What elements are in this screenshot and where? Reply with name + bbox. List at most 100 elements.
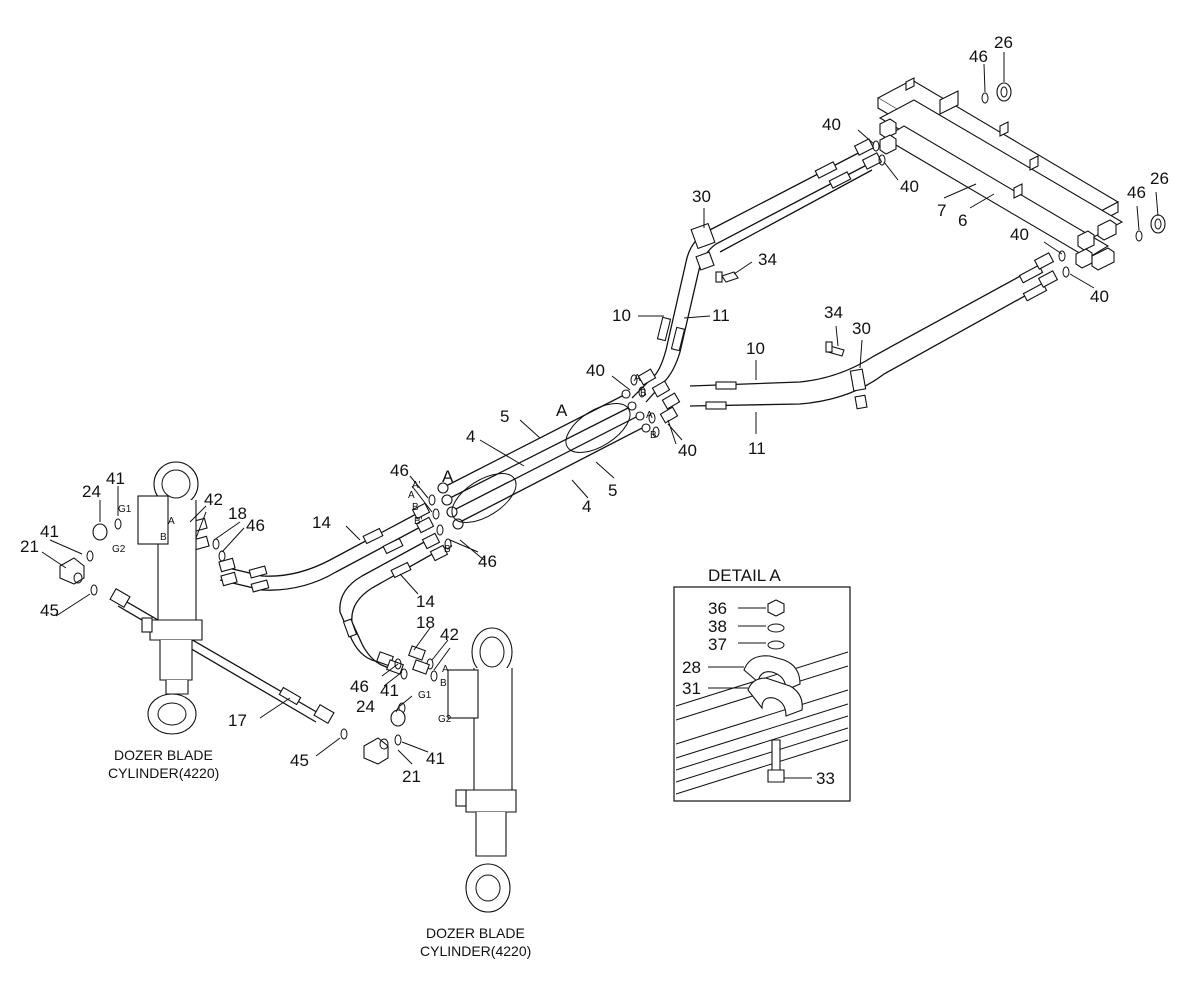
label-45-left: 45	[40, 601, 59, 620]
letter-a-lower: A	[442, 467, 454, 486]
label-46-lower: 46	[350, 677, 369, 696]
label-40-f: 40	[678, 441, 697, 460]
label-46-center: 46	[390, 461, 409, 480]
detail-a-title: DETAIL A	[708, 566, 781, 585]
port-letters: A A A B A B B A A' B' B' G1 G2 A B G1 G2…	[112, 373, 657, 725]
port-b-prime-1: B'	[414, 516, 423, 527]
detail-a-panel: DETAIL A	[673, 566, 851, 802]
label-28: 28	[682, 658, 701, 677]
port-a-2: A	[646, 410, 653, 421]
label-26-top: 26	[994, 33, 1013, 52]
label-21-left: 21	[20, 537, 39, 556]
dozer-blade-cylinder-right	[447, 627, 517, 913]
port-b-right: B	[440, 678, 447, 689]
label-10-upper: 10	[612, 306, 631, 325]
label-30-upper: 30	[692, 187, 711, 206]
label-45-lower: 45	[290, 751, 309, 770]
nut-36	[767, 599, 785, 617]
port-b-2: B	[650, 430, 657, 441]
port-a-left: A	[168, 516, 175, 527]
label-24-lower: 24	[356, 697, 375, 716]
label-7: 7	[937, 201, 946, 220]
caption-right-line2: CYLINDER(4220)	[420, 943, 531, 959]
label-40-e: 40	[586, 361, 605, 380]
label-40-d: 40	[1090, 287, 1109, 306]
port-b-prime-2: B'	[444, 544, 453, 555]
label-6: 6	[958, 211, 967, 230]
elbow-21-right	[363, 737, 389, 765]
label-34-upper: 34	[758, 250, 777, 269]
label-36: 36	[708, 599, 727, 618]
label-46-right: 46	[1127, 183, 1146, 202]
port-g2-left: G2	[112, 544, 126, 555]
label-11-lower: 11	[748, 439, 766, 458]
port-a-right: A	[442, 664, 449, 675]
label-40-b: 40	[900, 177, 919, 196]
letter-a-upper: A	[556, 401, 568, 420]
bolt-34-upper	[715, 271, 739, 283]
label-10-lower: 10	[746, 339, 765, 358]
port-g2-right: G2	[438, 714, 452, 725]
port-b-1: B	[640, 388, 647, 399]
label-4-lower: 4	[582, 497, 591, 516]
port-b-3: B	[412, 502, 419, 513]
port-g1-right: G1	[418, 690, 432, 701]
port-b-left: B	[160, 532, 167, 543]
o-rings	[86, 140, 1070, 746]
label-30-lower: 30	[852, 319, 871, 338]
clamp-30-upper	[690, 222, 716, 271]
port-g1-left: G1	[118, 504, 132, 515]
label-4-upper: 4	[466, 427, 475, 446]
adapters	[190, 517, 430, 675]
detail-a-callout-lower	[451, 473, 517, 523]
elbow-21-left	[59, 557, 85, 585]
label-5-lower: 5	[608, 481, 617, 500]
label-40-c: 40	[1010, 225, 1029, 244]
cylinder-captions: DOZER BLADE CYLINDER(4220) DOZER BLADE C…	[108, 747, 531, 959]
label-42-lower: 42	[440, 625, 459, 644]
label-24-left: 24	[82, 482, 101, 501]
label-46-top: 46	[969, 47, 988, 66]
detail-a-labels: 36 38 37 28 31 33	[682, 599, 835, 788]
label-41-lower: 41	[426, 749, 445, 768]
plug-24-right	[390, 709, 406, 727]
label-42-left: 42	[204, 490, 223, 509]
clamp-30-lower	[849, 368, 868, 410]
label-37: 37	[708, 635, 727, 654]
port-a-3: A	[408, 490, 415, 501]
label-18-left: 18	[228, 504, 247, 523]
label-31: 31	[682, 679, 701, 698]
label-33: 33	[816, 769, 835, 788]
port-a-prime: A'	[412, 480, 421, 491]
label-26-right: 26	[1150, 169, 1169, 188]
dozer-blade-cylinder-left	[137, 461, 203, 735]
label-18-lower: 18	[416, 613, 435, 632]
bolt-34-lower	[825, 341, 845, 357]
port-a-1: A	[634, 373, 641, 384]
caption-right-line1: DOZER BLADE	[426, 925, 525, 941]
label-46-left: 46	[246, 516, 265, 535]
bolt-33	[767, 739, 785, 783]
label-40-a: 40	[822, 115, 841, 134]
label-21-lower: 21	[402, 767, 421, 786]
washer-37	[767, 640, 785, 650]
washer-38	[767, 623, 785, 633]
plug-26-right	[1135, 214, 1166, 242]
label-34-lower: 34	[824, 303, 843, 322]
label-46-center-low: 46	[478, 552, 497, 571]
valve-frame	[876, 77, 1124, 271]
caption-left-line1: DOZER BLADE	[114, 747, 213, 763]
label-11-upper: 11	[712, 306, 730, 325]
hose-sleeves	[248, 161, 1048, 706]
leader-lines	[41, 52, 1159, 779]
hose-fittings	[109, 138, 1059, 724]
hose-routing	[117, 147, 1051, 723]
label-14-upper: 14	[312, 513, 331, 532]
label-41-left-top: 41	[106, 469, 125, 488]
part-labels: 26 46 40 40 7 6 46 26 40 40 30 34 10 11 …	[20, 33, 1169, 786]
plug-24-left	[92, 523, 108, 541]
label-5-upper: 5	[500, 407, 509, 426]
label-41-lower-top: 41	[380, 681, 399, 700]
label-14-lower: 14	[416, 592, 435, 611]
